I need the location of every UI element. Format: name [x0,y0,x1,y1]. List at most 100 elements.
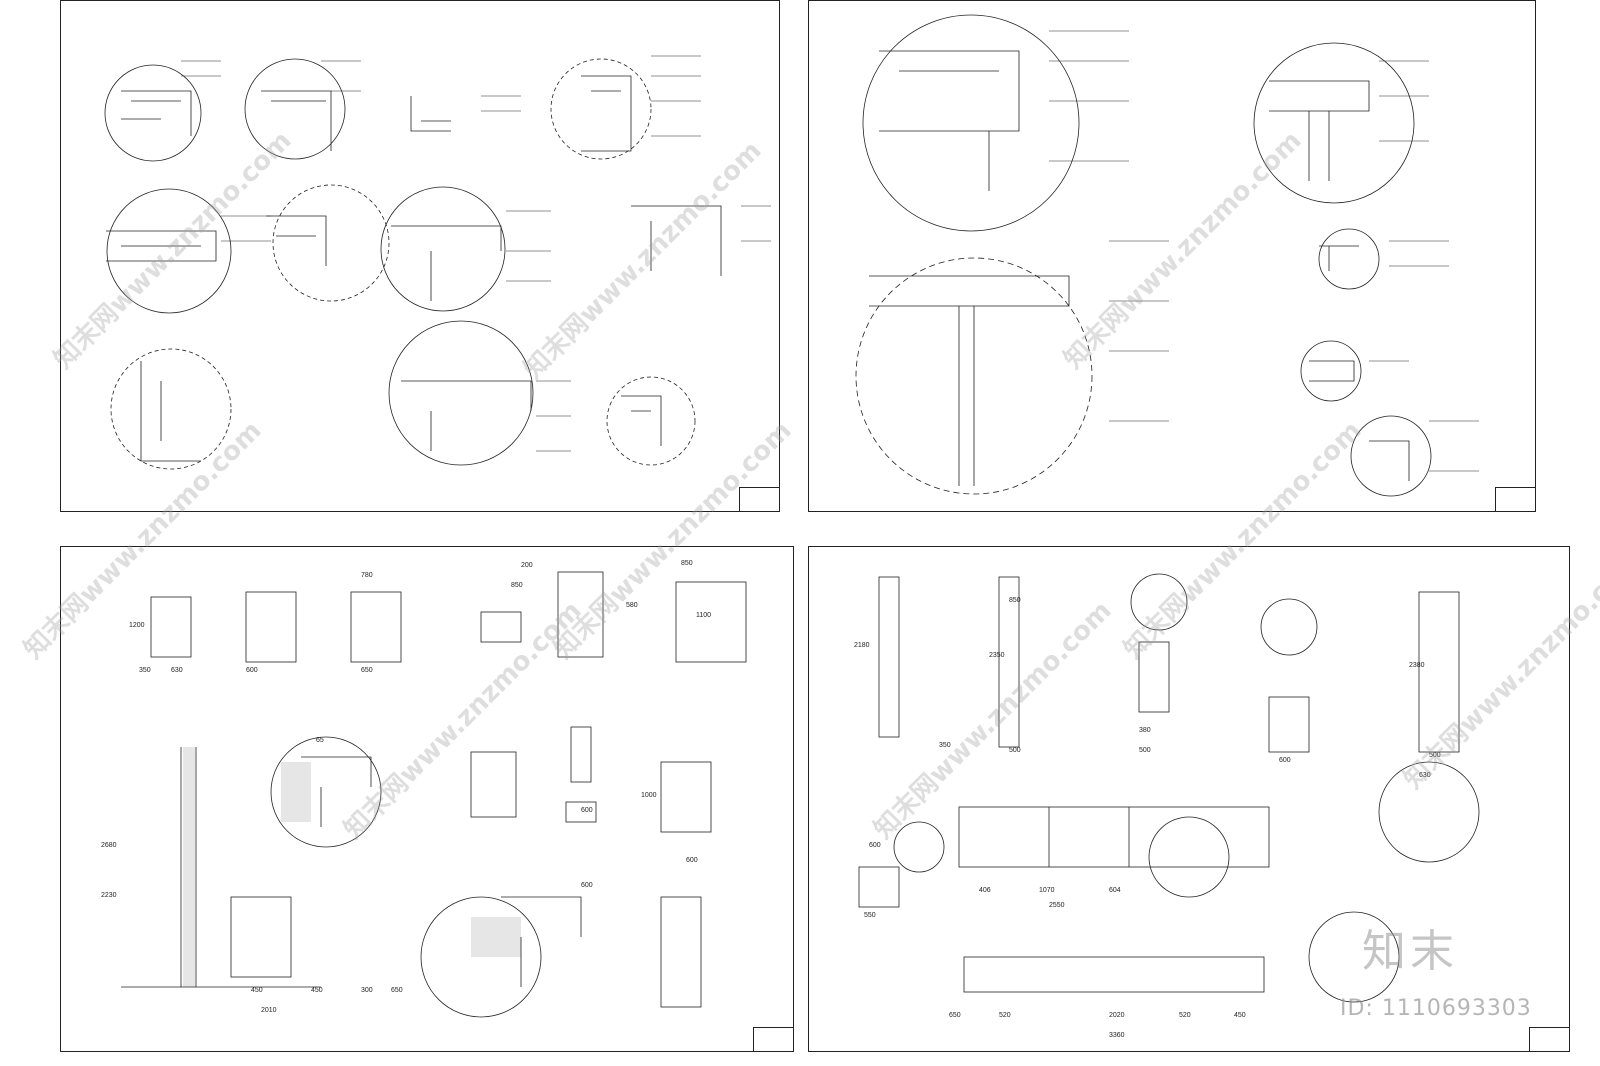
sheet3-dimension-label: 2680 [101,842,117,849]
title-block [753,1027,793,1051]
detail-sheet-1-drawing [104,55,771,470]
detail-sheet-2 [808,0,1536,512]
detail-circle [244,58,346,160]
cabinet-elevation [660,896,702,1008]
sheet4-dimension-label: 2020 [1109,1012,1125,1019]
sheet4-dimension-label: 630 [1419,772,1431,779]
sheet3-dimension-label: 2230 [101,892,117,899]
detail-circle [550,58,652,160]
cabinet-elevation [350,591,402,663]
sheet4-dimension-label: 2180 [854,642,870,649]
sheet4-dimension-label: 850 [1009,597,1021,604]
sheet4-dimension-label: 2350 [989,652,1005,659]
cabinet-elevation [570,726,592,783]
sheet3-dimension-label: 600 [686,857,698,864]
sheet3-dimension-label: 850 [681,560,693,567]
cabinet-elevation [675,581,747,663]
detail-sheet-1 [60,0,780,512]
cabinet-elevation [150,596,192,658]
sheet4-dimension-label: 550 [864,912,876,919]
detail-circle [1318,228,1380,290]
detail-circle [862,14,1080,232]
cabinet-elevation [245,591,297,663]
elevation-sheet-2: 2180 2350 850 500 380 500 600 500 2380 630 406 1070… [808,546,1570,1052]
detail-circle [106,188,232,314]
cabinet-elevation [565,801,597,823]
cabinet-elevation [1138,641,1170,713]
sheet4-dimension-label: 406 [979,887,991,894]
detail-circle [1130,573,1188,631]
sheet4-dimension-label: 3360 [1109,1032,1125,1039]
sheet3-dimension-label: 600 [581,807,593,814]
detail-circle [380,186,506,312]
detail-circle [1308,911,1400,1003]
cabinet-elevation [1268,696,1310,753]
cabinet-elevation [878,576,900,738]
sheet3-dimension-label: 600 [581,882,593,889]
sheet4-dimension-label: 500 [1139,747,1151,754]
sheet3-dimension-label: 300 [361,987,373,994]
image-id-label: ID: 1110693303 [1340,996,1532,1021]
sheet3-dimension-label: 1100 [696,612,711,619]
sheet4-dimension-label: 1070 [1039,887,1055,894]
detail-circle [1378,761,1480,863]
cabinet-elevation [963,956,1265,993]
sheet4-dimension-label: 450 [1234,1012,1246,1019]
hatch-patterns [183,747,521,987]
sheet3-dimension-label: 650 [361,667,373,674]
cabinet-elevation [480,611,522,643]
detail-circle [1148,816,1230,898]
brand-logo: 知末 [1362,926,1458,977]
cabinet-elevation [470,751,517,818]
sheet3-dimension-label: 580 [626,602,638,609]
title-block [739,487,779,511]
detail-circle [855,257,1093,495]
sheet4-dimension-label: 520 [999,1012,1011,1019]
sheet4-dimension-label: 650 [949,1012,961,1019]
sheet3-dimension-label: 350 [139,667,151,674]
detail-circle [1253,42,1415,204]
detail-circle [1260,598,1318,656]
cabinet-elevation [858,866,900,908]
elevation-sheet-1-drawing [121,571,747,1018]
detail-circle [420,896,542,1018]
cabinet-elevation [557,571,604,658]
sheet3-dimension-label: 200 [521,562,533,569]
detail-circle [272,184,390,302]
sheet3-dimension-label: 450 [251,987,263,994]
sheet3-dimension-label: 2010 [261,1007,277,1014]
elevation-sheet-2-drawing [858,573,1480,1003]
sheet3-dimension-label: 850 [511,582,523,589]
sheet3-dimension-label: 450 [311,987,323,994]
sheet4-dimension-label: 600 [1279,757,1291,764]
sheet4-dimension-label: 600 [869,842,881,849]
detail-circle [104,64,202,162]
detail-circle [893,821,945,873]
sheet4-dimension-label: 500 [1429,752,1441,759]
sheet4-dimension-label: 2380 [1409,662,1425,669]
sheet4-dimension-label: 380 [1139,727,1151,734]
sheet3-dimension-label: 650 [391,987,403,994]
title-block [1495,487,1535,511]
sheet3-dimension-label: 600 [246,667,258,674]
detail-circle [270,736,382,848]
sheet4-dimension-label: 350 [939,742,951,749]
cabinet-elevation [230,896,292,978]
sheet4-dimension-label: 2550 [1049,902,1065,909]
sheet3-dimension-label: 780 [361,572,373,579]
sheet4-dimension-label: 604 [1109,887,1121,894]
detail-sheet-2-drawing [855,14,1479,497]
dimension-annotations: 2180 2350 850 500 380 500 600 500 2380 630 406 1070… [854,597,1441,1039]
cabinet-elevation [660,761,712,833]
cabinet-elevation [1418,591,1460,753]
sheet3-dimension-label: 1200 [129,622,145,629]
sheet3-dimension-label: 65 [316,737,324,744]
sheet4-dimension-label: 520 [1179,1012,1191,1019]
cabinet-elevation [998,576,1020,748]
sheet4-dimension-label: 500 [1009,747,1021,754]
detail-circle [606,376,696,466]
sheet3-dimension-label: 1000 [641,792,657,799]
